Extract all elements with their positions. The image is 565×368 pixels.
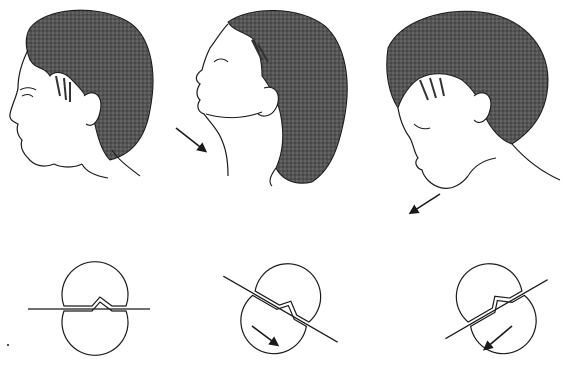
lower-circle-level: [62, 302, 128, 355]
hair-neutral: [26, 10, 153, 160]
arrow-extension: [176, 128, 204, 150]
head-neutral: [10, 10, 153, 178]
circles-level: [7, 262, 150, 356]
hair-extension: [228, 10, 347, 183]
eye-flexion: [414, 124, 430, 129]
face-outline-flexion: [398, 108, 468, 188]
face-outline-extension: [196, 24, 228, 176]
eye-extension: [214, 59, 228, 62]
head-flexion: [387, 11, 560, 212]
ear-extension: [258, 87, 278, 116]
neck-neutral: [82, 164, 108, 178]
circles-counterclockwise: [422, 239, 565, 368]
upper-circle-level: [62, 262, 128, 306]
arrow-flexion: [412, 194, 440, 212]
hair-flexion: [387, 11, 548, 144]
circles-clockwise: [200, 235, 361, 368]
head-extension: [176, 10, 347, 186]
eye-neutral: [22, 95, 33, 97]
